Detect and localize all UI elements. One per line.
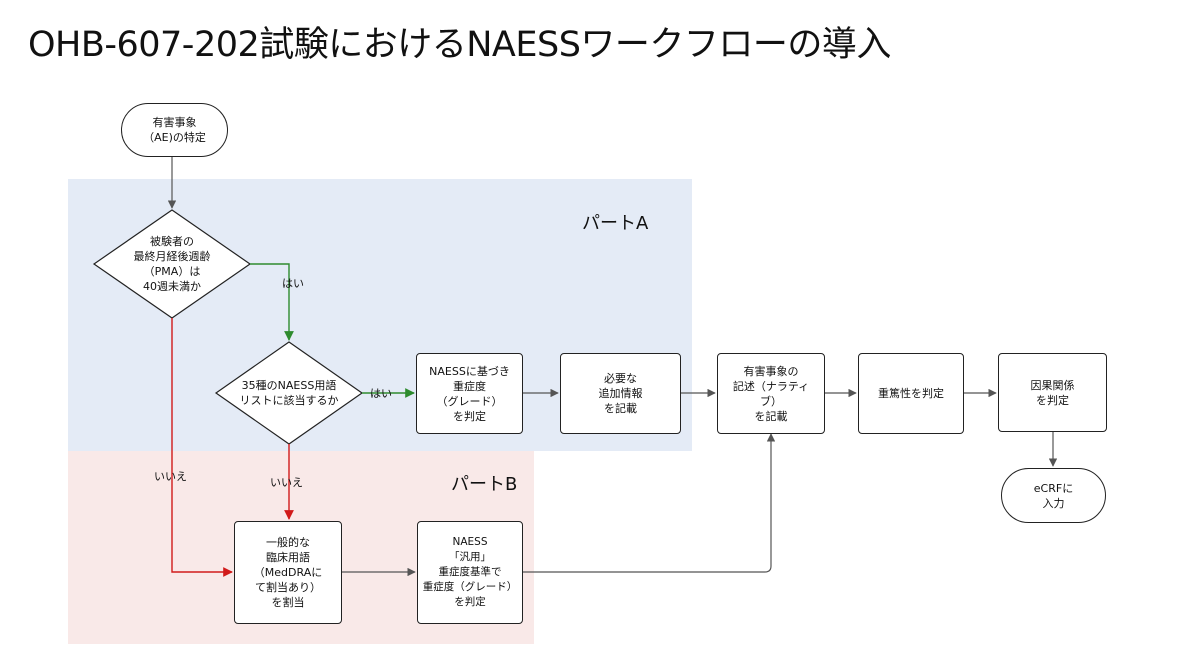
narrative-node: 有害事象の 記述（ナラティブ） を記載 — [717, 353, 825, 434]
edge-label-no-1: いいえ — [154, 470, 187, 483]
edge-label-yes-2: はい — [370, 387, 392, 400]
naess-list-decision-label: 35種のNAESS用語 リストに該当するか — [239, 379, 339, 407]
edge-pma-no — [171, 318, 233, 577]
generic-grade-node: NAESS 「汎用」 重症度基準で 重症度（グレード） を判定 — [417, 521, 523, 624]
causality-node: 因果関係 を判定 — [998, 353, 1107, 432]
edge-label-yes-1: はい — [282, 277, 304, 290]
start-node: 有害事象 （AE)の特定 — [121, 103, 228, 157]
naess-grade-node: NAESSに基づき 重症度 （グレード） を判定 — [416, 353, 523, 434]
seriousness-node: 重篤性を判定 — [858, 353, 964, 434]
part-b-label: パートB — [451, 474, 518, 495]
edge-label-no-2: いいえ — [270, 476, 303, 489]
general-term-node: 一般的な 臨床用語 （MedDRAに て割当あり） を割当 — [234, 521, 342, 624]
edge-pma-yes — [250, 263, 294, 341]
ecrf-node: eCRFに 入力 — [1001, 468, 1106, 523]
edge-generic-to-narrative — [523, 433, 776, 573]
extra-info-node: 必要な 追加情報 を記載 — [560, 353, 681, 434]
part-a-label: パートA — [582, 213, 649, 234]
page-title: OHB-607-202試験におけるNAESSワークフローの導入 — [28, 25, 891, 65]
pma-decision-label: 被験者の 最終月経後週齢 （PMA）は 40週未満か — [133, 235, 211, 293]
